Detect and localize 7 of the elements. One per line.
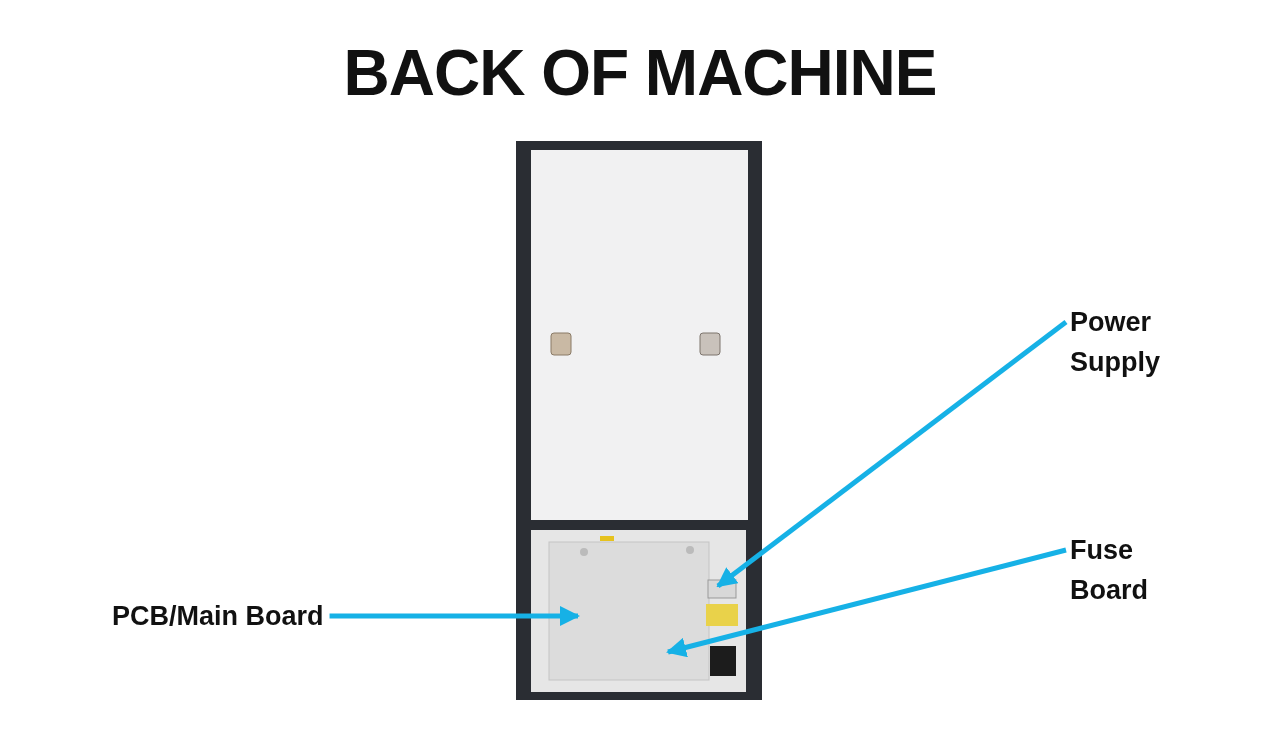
leader-arrow: [666, 547, 1067, 658]
title: BACK OF MACHINE: [343, 37, 937, 109]
callout-label: Power Supply: [1070, 302, 1170, 382]
callout-label: PCB/Main Board: [112, 596, 324, 636]
leader-arrow: [329, 606, 580, 626]
leader-arrow: [716, 320, 1068, 588]
callout-label: Fuse Board: [1070, 530, 1170, 610]
